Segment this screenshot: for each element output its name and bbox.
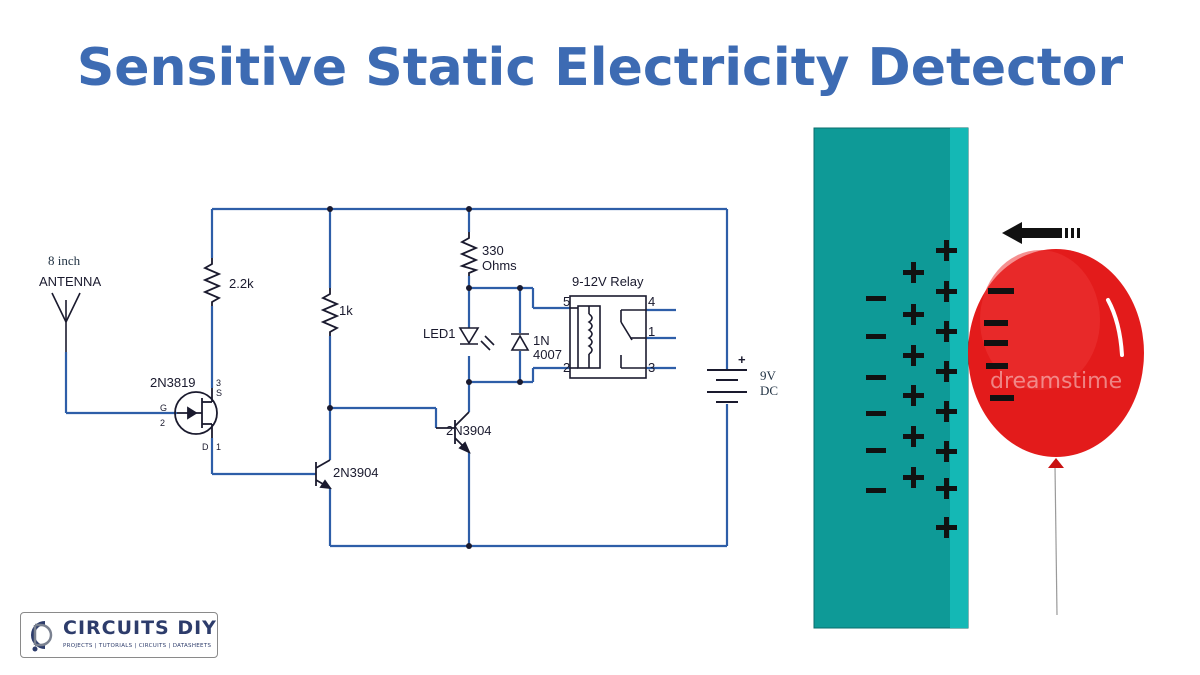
antenna-label: ANTENNA (39, 274, 101, 289)
jfet-2n3819 (174, 388, 218, 438)
logo-name: CIRCUITS DIY (63, 617, 217, 639)
antenna-symbol (51, 292, 81, 352)
transistor-q2 (436, 411, 471, 454)
relay-pin-3: 3 (648, 360, 655, 375)
circuits-diy-logo: CIRCUITS DIY PROJECTS | TUTORIALS | CIRC… (20, 612, 218, 658)
jfet-pin-s: S (216, 388, 222, 398)
schematic-wires (64, 207, 729, 548)
jfet-pin-2: 2 (160, 418, 165, 428)
jfet-pin-g: G (160, 403, 167, 413)
jfet-label: 2N3819 (150, 375, 196, 390)
junction-dots (327, 206, 523, 549)
antenna-length-label: 8 inch (48, 253, 81, 268)
relay-pin-2: 2 (563, 360, 570, 375)
relay-symbol (569, 295, 647, 379)
battery-plus: + (738, 352, 746, 367)
diode-1n4007 (510, 333, 530, 351)
resistor-330-unit: Ohms (482, 258, 517, 273)
balloon-negative-charges (984, 288, 1014, 401)
transistor-q1-label: 2N3904 (333, 465, 379, 480)
resistor-330 (459, 232, 479, 276)
resistor-2-2k-label: 2.2k (229, 276, 254, 291)
page-title: Sensitive Static Electricity Detector (76, 38, 1124, 98)
resistor-1k (320, 288, 340, 336)
transistor-q1 (315, 459, 332, 490)
charged-panel (813, 127, 969, 629)
jfet-pin-1: 1 (216, 442, 221, 452)
jfet-pin-3: 3 (216, 378, 221, 388)
led-label: LED1 (423, 326, 456, 341)
battery-symbol (707, 369, 747, 403)
balloon: dreamstime (968, 249, 1144, 616)
resistor-2-2k (202, 258, 222, 306)
positive-charges (903, 240, 957, 538)
led-symbol (458, 327, 495, 351)
motion-arrow-icon (1002, 222, 1080, 244)
battery-voltage: 9V (760, 368, 777, 383)
transistor-q2-label: 2N3904 (446, 423, 492, 438)
logo-tagline: PROJECTS | TUTORIALS | CIRCUITS | DATASH… (63, 643, 212, 649)
jfet-pin-d: D (202, 442, 209, 452)
resistor-330-value: 330 (482, 243, 504, 258)
diode-label-a: 1N (533, 333, 550, 348)
watermark-text: dreamstime (990, 369, 1122, 394)
resistor-1k-label: 1k (339, 303, 353, 318)
relay-pin-5: 5 (563, 294, 570, 309)
relay-pin-4: 4 (648, 294, 655, 309)
relay-label: 9-12V Relay (572, 274, 644, 289)
diode-label-b: 4007 (533, 347, 562, 362)
relay-pin-1: 1 (648, 324, 655, 339)
negative-charges (866, 296, 886, 493)
logo-icon (31, 621, 53, 652)
battery-dc: DC (760, 383, 778, 398)
